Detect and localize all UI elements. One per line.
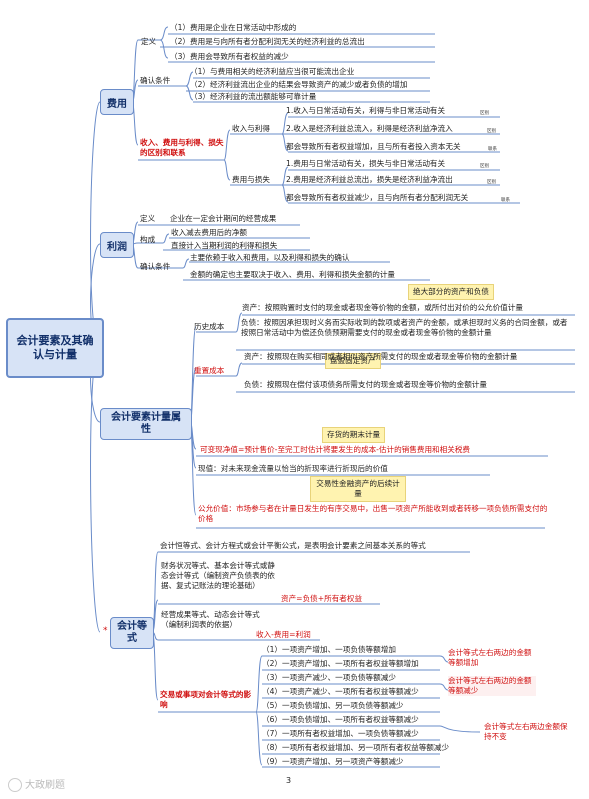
expense-distinction-label: 收入、费用与利得、损失的区别和联系 [140,138,224,157]
profit-recognition-item-1: 主要依赖于收入和费用，以及利得和损失的确认 [190,253,350,262]
expense-loss-tag-2: 区别 [487,180,496,185]
income-gain-label: 收入与利得 [232,124,270,133]
watermark-text: 大政刷题 [25,780,65,791]
root-node: 会计要素及其确认与计量 [6,318,104,378]
income-gain-item-1: 1.收入与日常活动有关，利得与非日常活动有关 [286,106,446,115]
transaction-item-1: （1）一项资产增加、一项负债等额增加 [262,645,396,654]
expense-node: 费用 [100,89,134,115]
historical-cost-liability: 负债：按照因承担现时义务而实际收到的款项或者资产的金额，或承担现时义务的合同金额… [241,318,568,337]
expense-recognition-item-2: （2）经济利益流出企业的结果会导致资产的减少或者负债的增加 [190,80,408,89]
equation-node: 会计等式 [110,617,154,649]
expense-loss-tag-3: 联系 [501,198,510,203]
transaction-item-4: （4）一项资产减少、一项所有者权益等额减少 [262,687,419,696]
income-gain-tag-3: 联系 [488,147,497,152]
income-gain-tag-2: 区别 [487,129,496,134]
transaction-note-increase: 会计等式左右两边的金额等额增加 [448,648,532,667]
expense-recognition-item-1: （1）与费用相关的经济利益应当很可能流出企业 [190,67,355,76]
transactions-label: 交易或事项对会计等式的影响 [160,690,252,709]
transaction-note-decrease: 会计等式左右两边的金额等额减少 [448,676,536,696]
replacement-cost-liability: 负债：按照现在偿付该项债务所需支付的现金或者现金等价物的金额计量 [244,380,487,389]
present-value: 现值：对未来现金流量以恰当的折现率进行折现后的价值 [198,464,388,473]
transaction-item-3: （3）一项资产减少、一项负债等额减少 [262,673,396,682]
profit-definition-text: 企业在一定会计期间的经营成果 [170,214,277,223]
transaction-item-9: （9）一项资产增加、另一项资产等额减少 [262,757,404,766]
operating-equation-text: 经营成果等式、动态会计等式（编制利润表的依据） [161,610,260,629]
measurement-node: 会计要素计量属性 [100,408,192,440]
expense-loss-item-1: 1.费用与日常活动有关，损失与非日常活动有关 [286,159,446,168]
income-gain-item-2: 2.收入是经济利益总流入，利得是经济利益净流入 [286,124,453,133]
transaction-item-5: （5）一项负债增加、另一项负债等额减少 [262,701,404,710]
expense-definition-item-1: （1）费用是企业在日常活动中形成的 [170,23,297,32]
expense-loss-item-2: 2.费用是经济利益总流出，损失是经济利益净流出 [286,175,453,184]
root-label: 会计要素及其确认与计量 [16,334,94,361]
note-inventory-surplus: 盘盈固定资产 [325,353,381,369]
balance-equation-formula: 资产=负债+所有者权益 [281,594,363,603]
transaction-item-7: （7）一项所有者权益增加、一项负债等额减少 [262,729,419,738]
note-most-assets: 绝大部分的资产和负债 [408,284,494,300]
income-gain-tag-1: 区别 [480,111,489,116]
fair-value: 公允价值：市场参与者在计量日发生的有序交易中，出售一项资产所能收到或者转移一项负… [198,504,548,523]
replacement-cost-asset: 资产：按照现在购买相同或者相似资产所需支付的现金或者现金等价物的金额计量 [244,352,518,361]
net-realizable-value: 可变现净值=预计售价-至完工时估计将要发生的成本-估计的销售费用和相关税费 [200,445,471,454]
expense-definition-label: 定义 [141,37,157,46]
expense-definition-item-3: （3）费用会导致所有者权益的减少 [170,52,289,61]
equation-star-icon: * [103,626,108,636]
equation-label: 会计等式 [117,621,147,644]
profit-recognition-label: 确认条件 [140,262,171,271]
watermark: 大政刷题 [8,778,65,792]
income-gain-item-3: 都会导致所有者权益增加，且与所有者投入资本无关 [286,142,461,151]
profit-composition-item-2: 直接计入当期利润的利得和损失 [171,241,278,250]
expense-definition-item-2: （2）费用是与向所有者分配利润无关的经济利益的总流出 [170,37,365,46]
profit-composition-item-1: 收入减去费用后的净额 [171,228,247,237]
page-number: 3 [286,776,292,785]
expense-loss-tag-1: 区别 [480,164,489,169]
historical-cost-label: 历史成本 [194,322,225,331]
watermark-icon [8,778,22,792]
expense-recognition-item-3: （3）经济利益的流出额能够可靠计量 [190,92,317,101]
profit-definition-label: 定义 [140,214,156,223]
balance-equation-text: 财务状况等式、基本会计等式或静态会计等式（编制资产负债表的依据、复式记账法的理论… [161,561,275,590]
profit-composition-label: 构成 [140,235,156,244]
note-trading-financial-assets: 交易性金融资产的后续计量 [310,476,406,502]
transaction-item-6: （6）一项负债增加、一项所有者权益等额减少 [262,715,419,724]
transaction-item-2: （2）一项资产增加、一项所有者权益等额增加 [262,659,419,668]
equation-intro: 会计恒等式、会计方程式或会计平衡公式，是表明会计要素之间基本关系的等式 [160,541,426,550]
measurement-label: 会计要素计量属性 [111,412,181,435]
expense-recognition-label: 确认条件 [140,76,171,85]
profit-node: 利润 [100,232,134,258]
note-inventory-period-end: 存货的期末计量 [322,427,386,443]
profit-recognition-item-2: 金额的确定也主要取决于收入、费用、利得和损失金额的计量 [190,270,396,279]
transaction-item-8: （8）一项所有者权益增加、另一项所有者权益等额减少 [262,743,450,752]
operating-equation-formula: 收入-费用=利润 [256,630,311,639]
replacement-cost-label: 重置成本 [194,366,225,375]
historical-cost-asset: 资产：按照购置时支付的现金或者现金等价物的金额，或所付出对价的公允价值计量 [242,303,523,312]
expense-loss-label: 费用与损失 [232,175,270,184]
expense-label: 费用 [107,98,127,110]
expense-loss-item-3: 都会导致所有者权益减少，且与向所有者分配利润无关 [286,193,469,202]
profit-label: 利润 [107,241,127,253]
transaction-note-unchanged: 会计等式左右两边金额保持不变 [484,722,568,741]
